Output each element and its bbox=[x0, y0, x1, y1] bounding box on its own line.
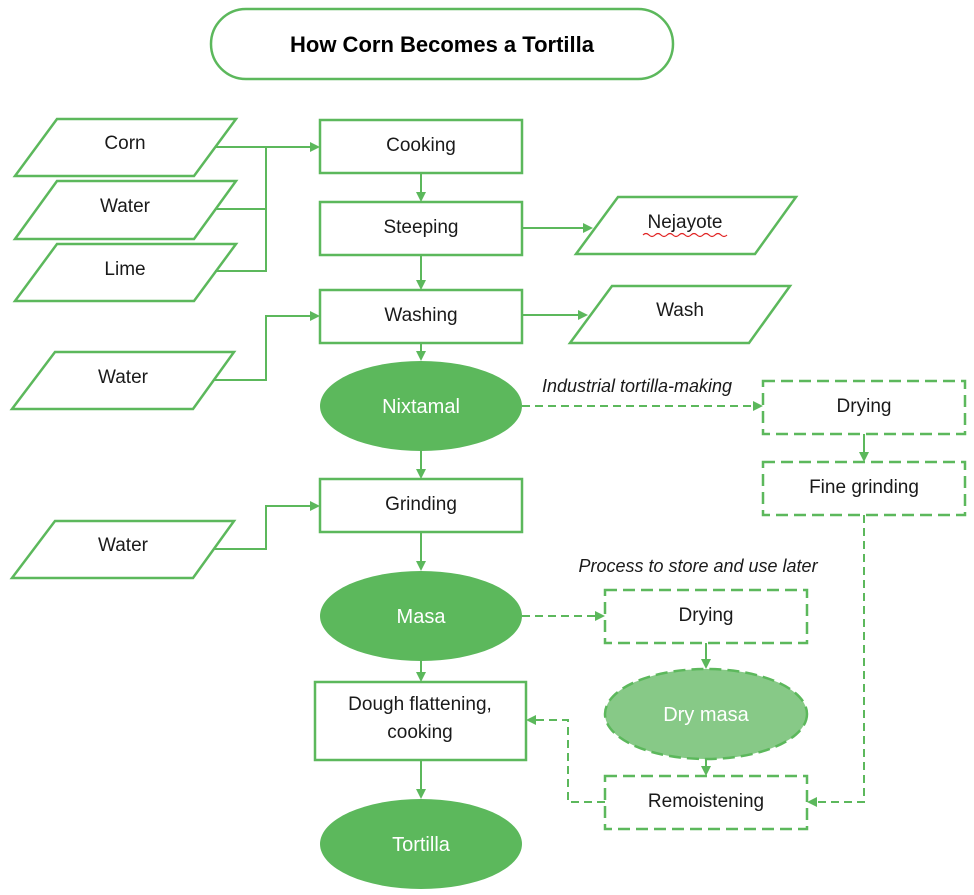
input-water-1: Water bbox=[12, 179, 239, 241]
step-tortilla: Tortilla bbox=[320, 799, 522, 889]
storage-dry-masa-label: Dry masa bbox=[663, 704, 749, 726]
step-nixtamal: Nixtamal bbox=[320, 361, 522, 451]
output-nejayote: Nejayote bbox=[573, 195, 799, 256]
input-water-1-label: Water bbox=[100, 196, 151, 217]
storage-dry-masa: Dry masa bbox=[603, 667, 809, 761]
input-water-2-label: Water bbox=[98, 367, 149, 388]
step-masa-label: Masa bbox=[397, 606, 447, 628]
output-wash-label: Wash bbox=[656, 300, 704, 321]
input-lime-label: Lime bbox=[104, 259, 145, 280]
input-water-3: Water bbox=[9, 519, 237, 580]
input-lime: Lime bbox=[12, 242, 239, 303]
storage-branch-label: Process to store and use later bbox=[578, 556, 818, 576]
industrial-drying: Drying bbox=[761, 379, 967, 436]
step-washing: Washing bbox=[318, 288, 524, 345]
storage-drying: Drying bbox=[603, 588, 809, 645]
spellcheck-underline bbox=[642, 232, 728, 238]
input-water-2: Water bbox=[9, 350, 237, 411]
step-grinding: Grinding bbox=[318, 477, 524, 534]
arrow-fine-grinding-remoistening bbox=[807, 515, 865, 807]
output-wash: Wash bbox=[567, 284, 793, 345]
input-corn: Corn bbox=[12, 117, 239, 178]
industrial-branch-label: Industrial tortilla-making bbox=[542, 376, 732, 396]
industrial-fine-grinding-label: Fine grinding bbox=[809, 477, 919, 498]
step-masa: Masa bbox=[320, 571, 522, 661]
step-nixtamal-label: Nixtamal bbox=[382, 396, 460, 418]
step-steeping: Steeping bbox=[318, 200, 524, 257]
storage-remoistening: Remoistening bbox=[603, 774, 809, 831]
arrow-remoistening-dough bbox=[526, 715, 605, 803]
arrow-water-to-grinding bbox=[213, 501, 320, 550]
step-dough-label-line1: Dough flattening, bbox=[348, 694, 492, 715]
industrial-drying-label: Drying bbox=[837, 396, 892, 417]
input-water-3-label: Water bbox=[98, 535, 149, 556]
step-cooking: Cooking bbox=[318, 118, 524, 175]
input-corn-label: Corn bbox=[104, 133, 145, 154]
storage-drying-label: Drying bbox=[679, 605, 734, 626]
step-dough-flattening: Dough flattening, cooking bbox=[313, 680, 528, 762]
diagram-title: How Corn Becomes a Tortilla bbox=[290, 32, 595, 57]
step-grinding-label: Grinding bbox=[385, 494, 457, 515]
industrial-fine-grinding: Fine grinding bbox=[761, 460, 967, 517]
output-nejayote-label: Nejayote bbox=[648, 212, 723, 233]
step-steeping-label: Steeping bbox=[383, 217, 458, 238]
arrow-water-to-washing bbox=[213, 311, 320, 381]
connectors bbox=[213, 142, 869, 807]
step-cooking-label: Cooking bbox=[386, 135, 456, 156]
storage-remoistening-label: Remoistening bbox=[648, 791, 764, 812]
title-box: How Corn Becomes a Tortilla bbox=[209, 7, 675, 81]
step-tortilla-label: Tortilla bbox=[392, 834, 451, 856]
step-dough-label-line2: cooking bbox=[387, 722, 453, 743]
step-washing-label: Washing bbox=[384, 305, 457, 326]
